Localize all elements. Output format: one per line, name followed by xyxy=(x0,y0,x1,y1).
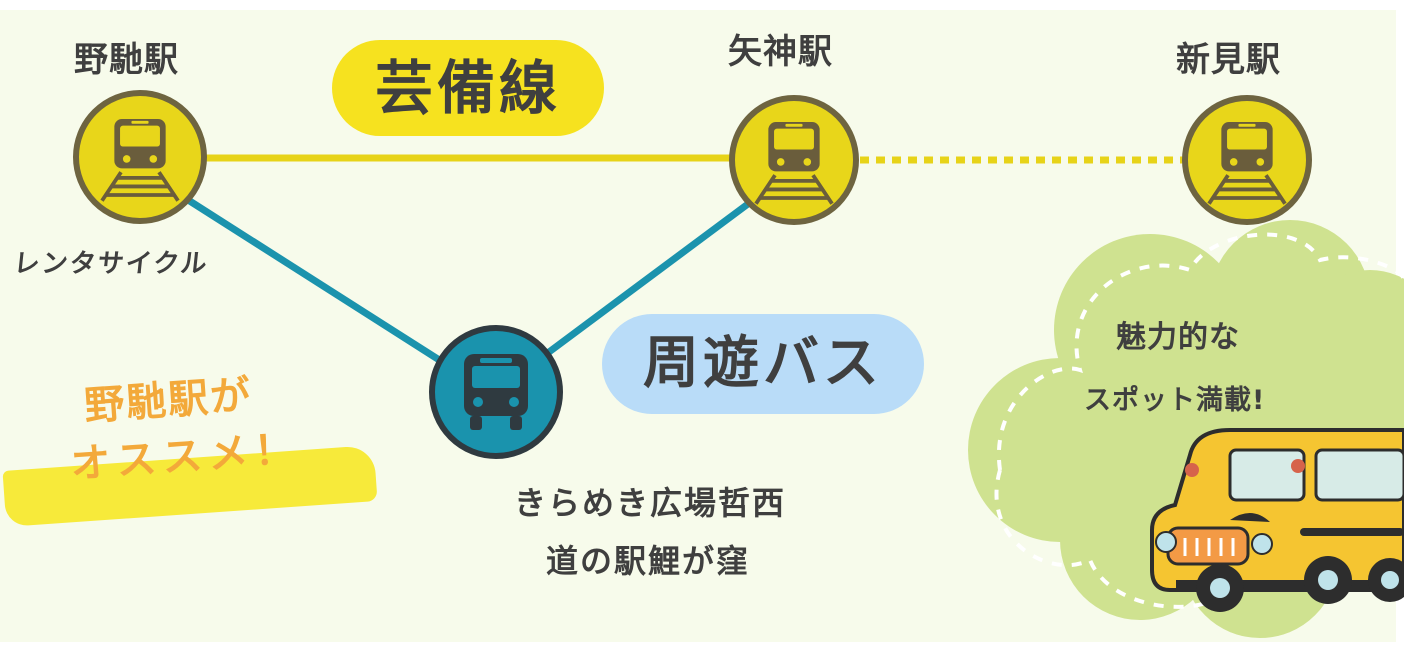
cloud-text-line1: 魅力的な xyxy=(1116,320,1240,355)
rental-cycle-label: レンタサイクル xyxy=(12,249,211,279)
bus-name-badge: 周遊バス xyxy=(602,314,924,414)
bus-stop-name-line2: 道の駅鯉が窪 xyxy=(546,542,751,580)
line-name-badge: 芸備線 xyxy=(332,40,604,136)
bus-stop-marker xyxy=(429,325,563,459)
station-marker-niimi xyxy=(1182,95,1312,225)
station-name-yagami: 矢神駅 xyxy=(728,32,833,72)
line-name-text: 芸備線 xyxy=(374,54,561,122)
bus-stop-name-line1: きらめき広場哲西 xyxy=(514,484,787,522)
cloud-text-line2: スポット満載! xyxy=(1084,385,1266,416)
bus-route-right xyxy=(542,192,763,358)
station-marker-nochi xyxy=(73,90,207,224)
station-name-niimi: 新見駅 xyxy=(1176,40,1281,80)
station-name-nochi: 野馳駅 xyxy=(74,40,179,80)
bus-route-left xyxy=(183,195,457,373)
station-marker-yagami xyxy=(729,95,859,225)
school-bus-illustration xyxy=(1150,428,1404,612)
bus-name-text: 周遊バス xyxy=(643,331,883,396)
